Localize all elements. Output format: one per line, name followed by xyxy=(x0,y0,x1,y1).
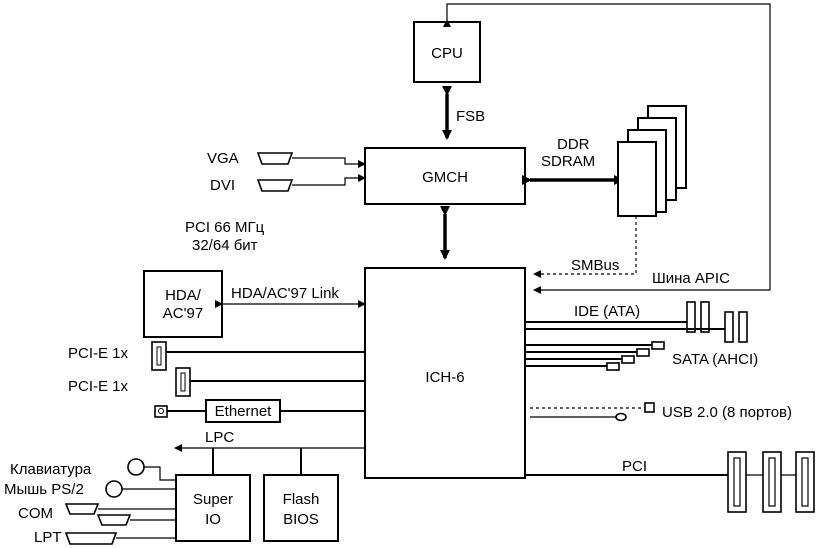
sata-port-1-icon xyxy=(651,341,665,350)
pcie-2-label: PCI-E 1x xyxy=(68,378,129,395)
cpu-block: CPU xyxy=(413,21,481,83)
pcie-slot-1-icon xyxy=(151,341,167,371)
cpu-label: CPU xyxy=(431,45,463,62)
flash-block: Flash BIOS xyxy=(263,474,339,542)
hda-link-label: HDA/AC'97 Link xyxy=(231,285,339,302)
ethernet: Ethernet xyxy=(154,399,365,423)
fsb-label: FSB xyxy=(456,108,485,125)
rj45-icon xyxy=(154,405,168,418)
apic-label: Шина APIC xyxy=(652,270,730,287)
vga-connector-icon xyxy=(256,152,294,165)
dvi-connector-icon xyxy=(256,179,294,192)
ide-label: IDE (ATA) xyxy=(574,303,640,320)
superio-label-1: Super xyxy=(193,491,233,508)
com-label: COM xyxy=(18,505,53,522)
pci-slot-3-icon xyxy=(795,451,815,513)
lpc-bus: LPC xyxy=(174,429,365,475)
ide-connector-4-icon xyxy=(738,311,748,343)
smbus-label: SMBus xyxy=(571,257,619,274)
hda-link: HDA/AC'97 Link xyxy=(215,285,366,308)
dvi-label: DVI xyxy=(210,177,235,194)
legacy-ports: Клавиатура Мышь PS/2 COM LPT xyxy=(4,458,176,546)
usb-links: USB 2.0 (8 портов) xyxy=(530,402,792,422)
ps2-keyboard-icon xyxy=(127,458,145,476)
ich-label: ICH-6 xyxy=(425,369,464,386)
mouse-label: Мышь PS/2 xyxy=(4,481,84,498)
hda-block: HDA/ AC'97 xyxy=(143,270,223,338)
pci-slot-2-icon xyxy=(762,451,782,513)
fsb-link: FSB xyxy=(442,86,485,140)
flash-label-2: BIOS xyxy=(283,511,319,528)
ich-block: ICH-6 xyxy=(364,267,526,479)
pci-bus: PCI xyxy=(525,451,815,513)
usb-label: USB 2.0 (8 портов) xyxy=(662,404,792,421)
vga-port: VGA xyxy=(207,150,366,168)
pcie-slot-2-icon xyxy=(175,367,191,397)
pcie-slot-1: PCI-E 1x xyxy=(68,341,365,371)
hda-label-1: HDA/ xyxy=(165,287,202,304)
sata-port-4-icon xyxy=(606,362,620,371)
ethernet-label: Ethernet xyxy=(215,403,273,420)
lpc-label: LPC xyxy=(205,429,234,446)
vga-label: VGA xyxy=(207,150,239,167)
dimm-1-icon xyxy=(617,141,657,217)
ddr-sdram: DDR SDRAM xyxy=(522,105,687,217)
pci66-label-2: 32/64 бит xyxy=(192,237,258,254)
superio-block: Super IO xyxy=(175,474,251,542)
sata-label: SATA (AHCI) xyxy=(672,351,758,368)
smbus-link: SMBus xyxy=(533,216,637,278)
pci-slot-1-icon xyxy=(727,451,747,513)
pcie-slot-2: PCI-E 1x xyxy=(68,367,365,397)
sata-links: SATA (AHCI) xyxy=(525,341,758,371)
ide-connector-2-icon xyxy=(700,301,710,333)
pcie-1-label: PCI-E 1x xyxy=(68,345,129,362)
apic-bus: Шина APIC xyxy=(443,3,771,294)
ide-connector-3-icon xyxy=(724,311,734,343)
ps2-mouse-icon xyxy=(105,480,123,498)
gmch-block: GMCH xyxy=(364,147,526,205)
ide-connector-1-icon xyxy=(686,301,696,333)
sata-port-2-icon xyxy=(636,348,650,357)
keyboard-label: Клавиатура xyxy=(10,461,92,478)
hda-label-2: AC'97 xyxy=(163,305,203,322)
ddr-label-2: SDRAM xyxy=(541,153,595,170)
flash-label-1: Flash xyxy=(283,491,320,508)
pci-label: PCI xyxy=(622,458,647,475)
usb-port-1-icon xyxy=(644,402,655,413)
gmch-label: GMCH xyxy=(422,169,468,186)
com-connector-icon xyxy=(64,503,100,515)
superio-label-2: IO xyxy=(205,511,221,528)
ide-link: IDE (ATA) xyxy=(525,301,748,343)
lpt-label: LPT xyxy=(34,529,62,546)
lpt-connector-icon xyxy=(64,532,118,545)
com-connector-2-icon xyxy=(96,514,132,526)
dvi-port: DVI xyxy=(210,174,366,194)
pci66-label-1: PCI 66 МГц xyxy=(185,219,265,236)
sata-port-3-icon xyxy=(621,355,635,364)
ddr-label-1: DDR xyxy=(557,136,590,153)
usb-port-2-icon xyxy=(615,412,627,422)
